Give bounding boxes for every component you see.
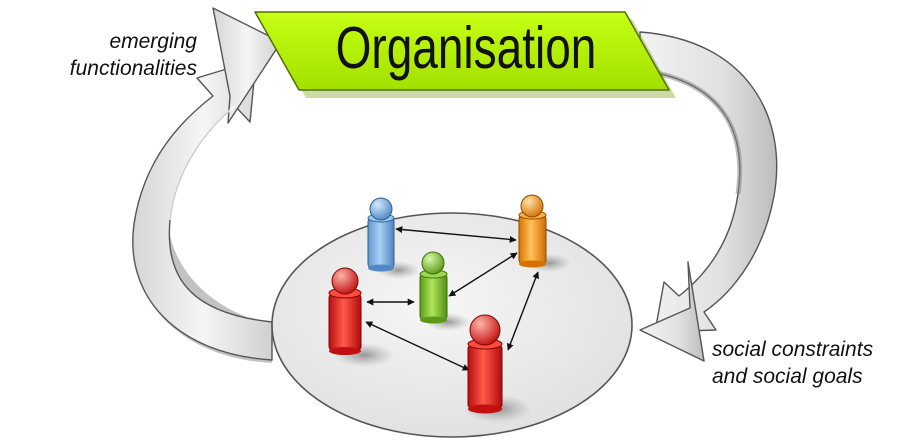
link-bigred-orange: [506, 271, 540, 351]
svg-text:social constraints: social constraints: [712, 338, 874, 361]
organisation-title: Organisation: [336, 16, 597, 82]
emerging-functionalities-label: emerging functionalities: [70, 30, 198, 80]
svg-text:emerging: emerging: [109, 30, 197, 53]
emerging-functionalities-arrow: [132, 7, 282, 363]
social-constraints-arrow: [639, 31, 778, 362]
organisation-banner: Organisation: [254, 11, 676, 98]
agent-blue: [367, 197, 420, 279]
agent-green: [419, 251, 470, 331]
svg-text:and social goals: and social goals: [712, 365, 863, 388]
link-red-bigred: [365, 321, 470, 371]
interaction-links: [365, 226, 540, 371]
link-blue-orange: [395, 226, 517, 243]
link-green-orange: [448, 252, 518, 297]
social-constraints-label: social constraints and social goals: [712, 338, 874, 388]
agent-red: [328, 267, 394, 367]
svg-text:functionalities: functionalities: [70, 57, 198, 80]
agent-orange: [518, 194, 571, 272]
agent-red-large: [464, 314, 532, 423]
